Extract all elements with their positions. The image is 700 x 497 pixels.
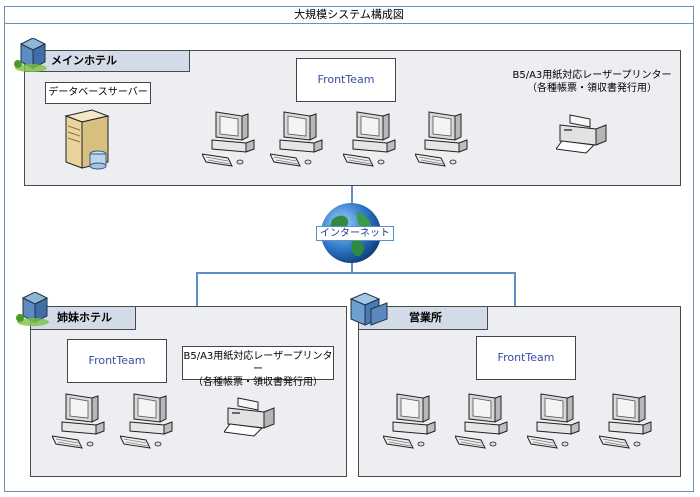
computer-icon bbox=[343, 111, 396, 167]
computer-icon bbox=[202, 111, 255, 167]
building-icon bbox=[15, 292, 50, 327]
sales-office-label: 営業所 bbox=[409, 311, 442, 324]
connector-horizontal bbox=[196, 272, 516, 274]
computer-icon bbox=[270, 111, 323, 167]
connector-net-down bbox=[351, 262, 353, 274]
main-hotel-tab: メインホテル bbox=[24, 50, 190, 72]
sister-hotel-region bbox=[30, 306, 347, 477]
computer-icon bbox=[383, 393, 436, 449]
sister-printer-line2: （各種帳票・領収書発行用） bbox=[193, 377, 323, 388]
db-server-label-box: データベースサーバー bbox=[45, 82, 151, 104]
connector-to-sister bbox=[196, 272, 198, 306]
printer-icon bbox=[224, 397, 275, 437]
computer-icon bbox=[455, 393, 508, 449]
connector-main-to-net bbox=[351, 186, 353, 206]
sales-frontteam-label: FrontTeam bbox=[497, 351, 555, 364]
computer-icon bbox=[52, 393, 105, 449]
diagram-title: 大規模システム構成図 bbox=[4, 6, 694, 24]
computer-icon bbox=[527, 393, 580, 449]
computer-icon bbox=[599, 393, 652, 449]
building-icon bbox=[13, 38, 48, 73]
connector-to-sales bbox=[514, 272, 516, 306]
sister-hotel-tab: 姉妹ホテル bbox=[30, 306, 136, 330]
main-frontteam-label: FrontTeam bbox=[317, 73, 375, 86]
main-frontteam-box: FrontTeam bbox=[296, 58, 396, 102]
internet-label: インターネット bbox=[316, 226, 394, 241]
main-printer-caption: B5/A3用紙対応レーザープリンター （各種帳票・領収書発行用） bbox=[510, 69, 674, 95]
sister-printer-line1: B5/A3用紙対応レーザープリンター bbox=[183, 351, 333, 375]
office-building-icon bbox=[350, 292, 388, 326]
sales-frontteam-box: FrontTeam bbox=[476, 336, 576, 380]
db-server-label: データベースサーバー bbox=[48, 87, 148, 98]
printer-icon bbox=[556, 114, 607, 154]
sister-frontteam-label: FrontTeam bbox=[88, 354, 146, 367]
sister-hotel-label: 姉妹ホテル bbox=[57, 311, 112, 324]
computer-icon bbox=[120, 393, 173, 449]
main-printer-line2: （各種帳票・領収書発行用） bbox=[527, 83, 657, 94]
sales-office-region bbox=[358, 306, 681, 477]
computer-icon bbox=[415, 111, 468, 167]
main-printer-line1: B5/A3用紙対応レーザープリンター bbox=[512, 70, 672, 81]
server-icon bbox=[65, 109, 109, 170]
sister-printer-caption: B5/A3用紙対応レーザープリンター （各種帳票・領収書発行用） bbox=[182, 346, 334, 388]
main-hotel-label: メインホテル bbox=[51, 54, 117, 67]
sister-frontteam-box: FrontTeam bbox=[67, 339, 167, 383]
